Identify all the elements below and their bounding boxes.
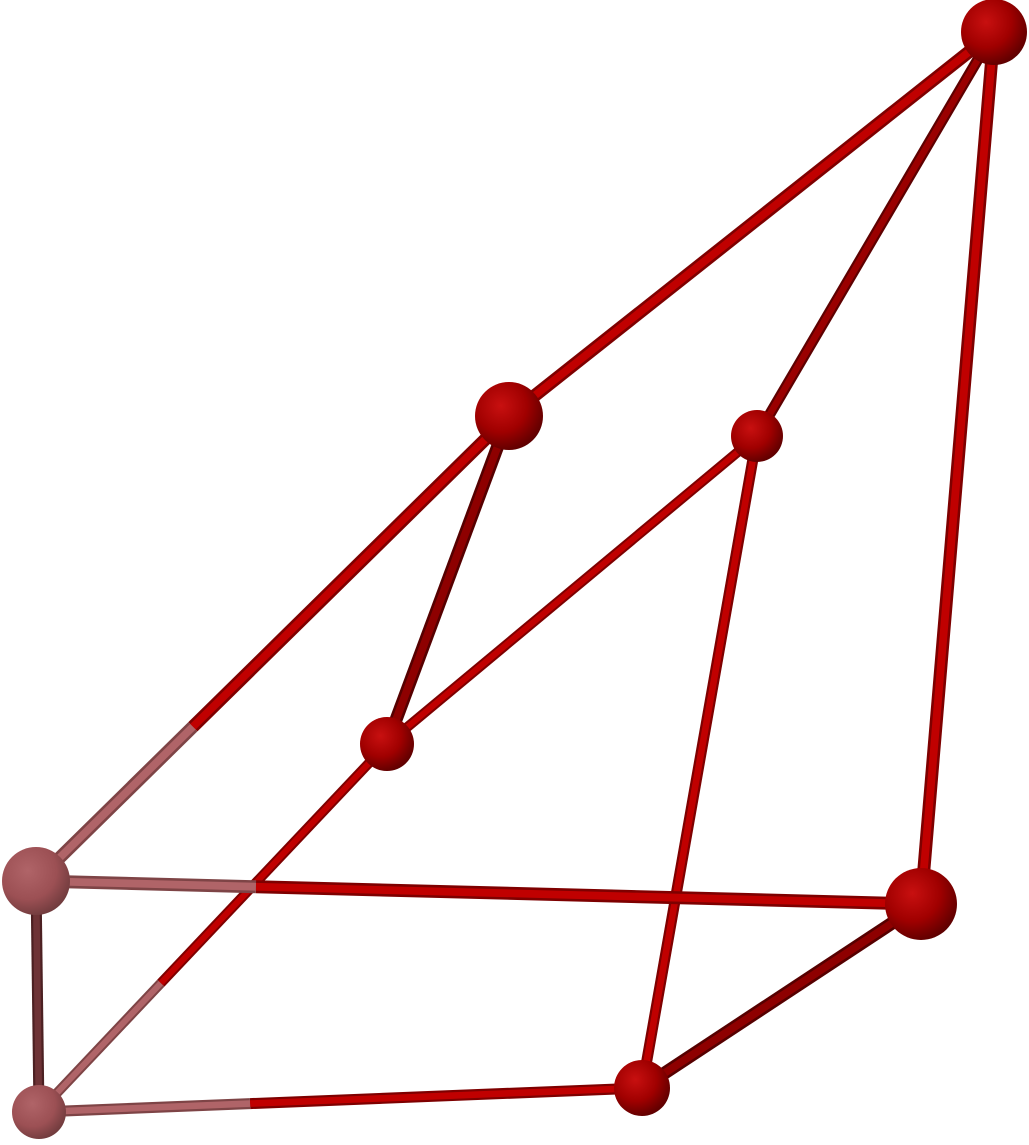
edge-upper-right-mid-to-bottom-mid <box>636 435 763 1089</box>
edge-upper-mid-to-left-faded <box>31 722 198 886</box>
node-bottom-left <box>12 1085 66 1139</box>
edge-center-left-to-bottom-left-bright <box>157 740 391 987</box>
edge-bottom-left-to-bottom-mid-bright <box>249 1082 643 1110</box>
edge-bottom-left-to-bottom-mid <box>38 1082 643 1118</box>
edge-top-right-to-upper-mid <box>504 26 999 422</box>
edge-bottom-left-to-bottom-mid-faded <box>38 1098 251 1118</box>
edge-left-to-bottom-left <box>30 880 45 1113</box>
edges-layer <box>30 26 1001 1118</box>
node-right <box>885 868 957 940</box>
edge-center-left-to-bottom-left-faded <box>35 979 165 1116</box>
edge-upper-mid-to-left <box>31 411 514 886</box>
edge-left-to-right-faded <box>35 874 257 894</box>
edge-upper-mid-to-center-left <box>380 413 516 747</box>
node-bottom-mid <box>614 1060 670 1116</box>
edge-top-right-to-upper-right-mid <box>752 29 999 439</box>
edge-upper-right-mid-to-center-left <box>383 432 761 748</box>
node-center-left <box>360 717 414 771</box>
edge-upper-mid-to-left-bright <box>188 411 514 732</box>
node-left <box>2 847 70 915</box>
node-upper-right-mid <box>731 410 783 462</box>
edge-left-to-right-bright <box>255 880 922 911</box>
node-top-right <box>961 0 1027 65</box>
edge-bottom-mid-to-right <box>638 898 925 1094</box>
edge-left-to-right <box>35 874 922 911</box>
edge-top-right-to-right <box>914 31 1001 905</box>
node-upper-mid <box>475 382 543 450</box>
edge-center-left-to-bottom-left <box>35 740 391 1116</box>
